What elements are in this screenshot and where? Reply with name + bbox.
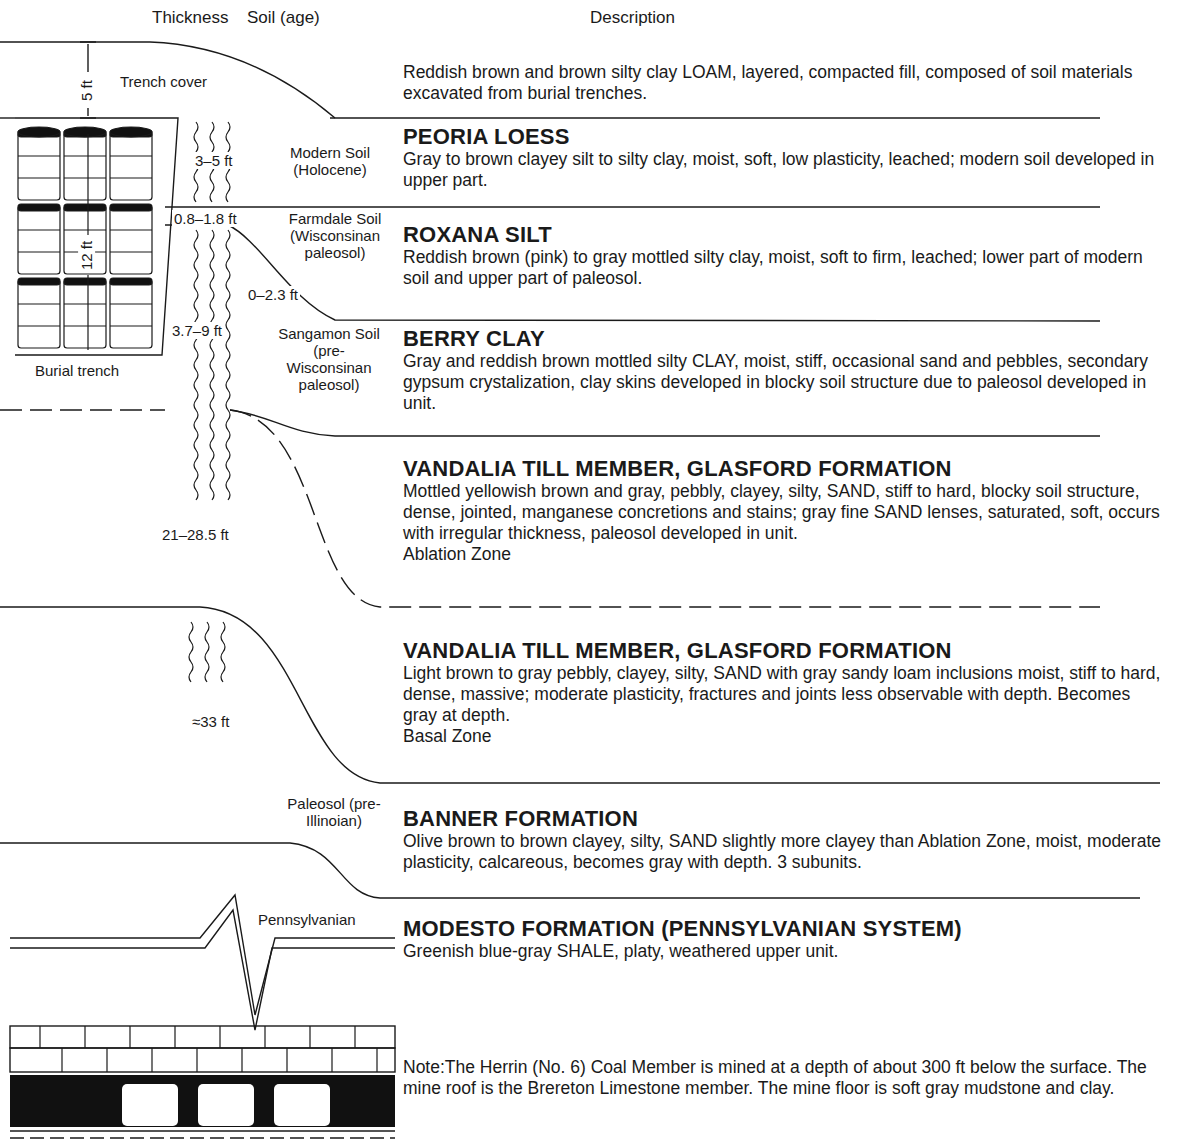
- column-header: Soil (age): [245, 9, 322, 26]
- unit-name: PEORIA LOESS: [403, 124, 1165, 149]
- stratum-band: Pennsylvanian MODESTO FORMATION (PENNSYLV…: [0, 898, 1191, 975]
- unit-description: Gray to brown clayey silt to silty clay,…: [403, 149, 1165, 191]
- thickness: 0–2.3 ft: [246, 286, 300, 303]
- unit-description: Basal Zone: [403, 726, 1165, 747]
- thickness: 0.8–1.8 ft: [172, 210, 239, 227]
- description-column: PEORIA LOESSGray to brown clayey silt to…: [403, 124, 1165, 191]
- description-column: BERRY CLAYGray and reddish brown mottled…: [403, 326, 1165, 414]
- thickness: 3.7–9 ft: [170, 322, 224, 339]
- unit-description: Greenish blue-gray SHALE, platy, weather…: [403, 941, 1165, 962]
- description-column: Reddish brown and brown silty clay LOAM,…: [403, 62, 1165, 104]
- unit-name: BANNER FORMATION: [403, 806, 1165, 831]
- unit-description: Reddish brown and brown silty clay LOAM,…: [403, 62, 1165, 104]
- soil-age-label: Sangamon Soil (pre- Wisconsinan paleosol…: [268, 325, 390, 393]
- column-header: Thickness: [150, 9, 231, 26]
- thickness: 3–5 ft: [193, 152, 235, 169]
- description-column: BANNER FORMATIONOlive brown to brown cla…: [403, 806, 1165, 873]
- thickness: 21–28.5 ft: [160, 526, 231, 543]
- soil-age-label: Paleosol (pre-Illinoian): [280, 795, 388, 829]
- unit-name: BERRY CLAY: [403, 326, 1165, 351]
- part-name: Burial trench: [33, 362, 121, 379]
- unit-name: VANDALIA TILL MEMBER, GLASFORD FORMATION: [403, 638, 1165, 663]
- stratum-band: VANDALIA TILL MEMBER, GLASFORD FORMATION…: [0, 607, 1191, 783]
- stratum-band: Paleosol (pre-Illinoian) BANNER FORMATION…: [0, 783, 1191, 898]
- description-column: ROXANA SILTReddish brown (pink) to gray …: [403, 222, 1165, 289]
- unit-description: Light brown to gray pebbly, clayey, silt…: [403, 663, 1165, 726]
- unit-description: Gray and reddish brown mottled silty CLA…: [403, 351, 1165, 414]
- stratum-band: VANDALIA TILL MEMBER, GLASFORD FORMATION…: [0, 436, 1191, 607]
- soil-age-label: Trench cover: [118, 73, 209, 90]
- unit-name: MODESTO FORMATION (PENNSYLVANIAN SYSTEM): [403, 916, 1165, 941]
- unit-description: Reddish brown (pink) to gray mottled sil…: [403, 247, 1165, 289]
- note: Note:The Herrin (No. 6) Coal Member is m…: [401, 1057, 1175, 1099]
- soil-age-label: Farmdale Soil (Wisconsinan paleosol): [272, 210, 398, 261]
- description-column: VANDALIA TILL MEMBER, GLASFORD FORMATION…: [403, 456, 1165, 565]
- unit-description: Olive brown to brown clayey, silty, SAND…: [403, 831, 1165, 873]
- soil-age-label: Pennsylvanian: [256, 911, 358, 928]
- stratum-band: Modern Soil (Holocene) PEORIA LOESSGray t…: [0, 118, 1191, 207]
- column-header: Description: [588, 9, 677, 26]
- unit-description: Mottled yellowish brown and gray, pebbly…: [403, 481, 1165, 544]
- dimension: 12 ft: [78, 239, 95, 272]
- thickness: ≈33 ft: [190, 713, 231, 730]
- dimension: 5 ft: [78, 78, 95, 103]
- unit-description: Ablation Zone: [403, 544, 1165, 565]
- description-column: MODESTO FORMATION (PENNSYLVANIAN SYSTEM)…: [403, 916, 1165, 962]
- description-column: VANDALIA TILL MEMBER, GLASFORD FORMATION…: [403, 638, 1165, 747]
- soil-age-label: Modern Soil (Holocene): [276, 144, 384, 178]
- unit-name: ROXANA SILT: [403, 222, 1165, 247]
- stratum-band: Trench cover Reddish brown and brown silt…: [0, 40, 1191, 118]
- unit-name: VANDALIA TILL MEMBER, GLASFORD FORMATION: [403, 456, 1165, 481]
